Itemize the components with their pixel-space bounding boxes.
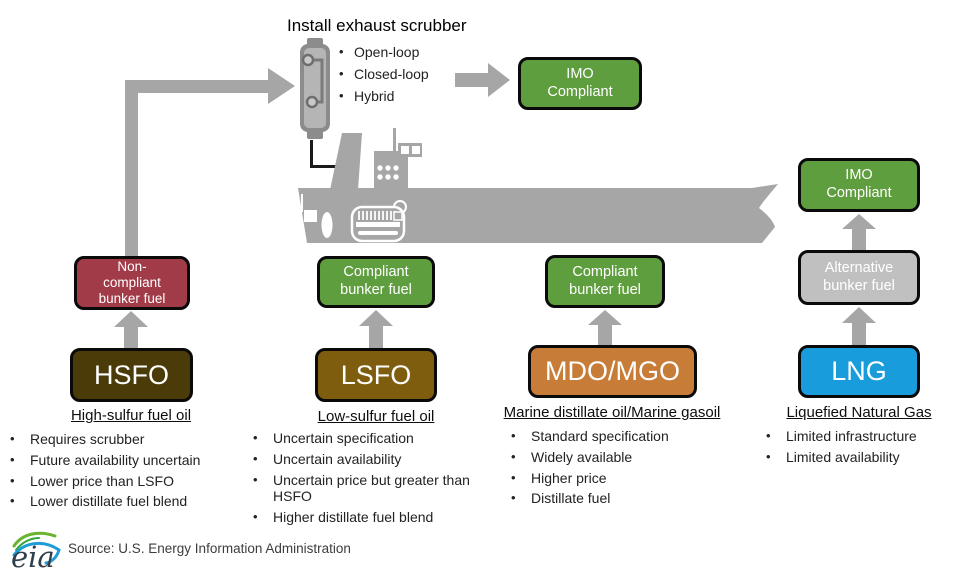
elbow-arrow-horizontal xyxy=(125,80,269,93)
list-item: Uncertain price but greater than HSFO xyxy=(251,472,483,506)
list-item: Open-loop xyxy=(339,44,459,61)
list-item: Hybrid xyxy=(339,88,459,105)
imo-compliant-box-scrubber: IMO Compliant xyxy=(518,57,642,110)
up-arrow-icon xyxy=(842,214,876,250)
list-item: Uncertain availability xyxy=(251,451,483,468)
list-item: Limited availability xyxy=(764,449,969,466)
status-box-hsfo: Non-compliant bunker fuel xyxy=(74,256,190,310)
list-item: Higher price xyxy=(509,470,729,487)
fuel-box-lsfo: LSFO xyxy=(315,348,437,402)
box-label: IMO Compliant xyxy=(826,167,892,201)
fuel-code: HSFO xyxy=(93,359,169,390)
fuel-box-mdo: MDO/MGO xyxy=(528,345,697,398)
list-item: Lower price than LSFO xyxy=(8,473,246,490)
fuel-code: LSFO xyxy=(340,359,412,390)
list-item: Widely available xyxy=(509,449,729,466)
list-item: Limited infrastructure xyxy=(764,428,969,445)
svg-text:eia: eia xyxy=(11,540,55,572)
fuel-box-hsfo: HSFO xyxy=(70,348,193,402)
list-item: Uncertain specification xyxy=(251,430,483,447)
fuel-name-mdo: Marine distillate oil/Marine gasoil xyxy=(503,404,721,421)
scrubber-pipe-connector-horizontal xyxy=(310,165,356,168)
right-arrow-icon xyxy=(455,63,510,97)
list-item: Lower distillate fuel blend xyxy=(8,493,246,510)
box-label: IMO Compliant xyxy=(547,65,613,100)
fuel-name-lng: Liquefied Natural Gas xyxy=(786,404,932,421)
list-item: Higher distillate fuel blend xyxy=(251,509,483,526)
box-label: Compliant bunker fuel xyxy=(340,264,412,298)
box-label: Alternative bunker fuel xyxy=(823,259,895,294)
up-arrow-icon xyxy=(588,310,622,345)
elbow-arrow-vertical xyxy=(125,80,138,256)
box-label: Compliant bunker fuel xyxy=(569,263,641,298)
bullet-list-hsfo: Requires scrubber Future availability un… xyxy=(8,431,246,514)
list-item: Future availability uncertain xyxy=(8,452,246,469)
scrubber-title: Install exhaust scrubber xyxy=(287,16,467,35)
fuel-code: LNG xyxy=(831,356,887,386)
cargo-ship-icon xyxy=(298,128,778,243)
bullet-list-lsfo: Uncertain specification Uncertain availa… xyxy=(251,430,483,530)
bullet-list-mdo: Standard specification Widely available … xyxy=(509,428,729,511)
status-box-lng: Alternative bunker fuel xyxy=(798,250,920,305)
imo-compliant-box-lng: IMO Compliant xyxy=(798,158,920,212)
scrubber-options-list: Open-loop Closed-loop Hybrid xyxy=(339,44,459,109)
list-item: Closed-loop xyxy=(339,66,459,83)
fuel-name-lsfo: Low-sulfur fuel oil xyxy=(317,408,435,425)
box-label: Non-compliant bunker fuel xyxy=(98,258,166,307)
up-arrow-icon xyxy=(842,307,876,345)
list-item: Standard specification xyxy=(509,428,729,445)
source-attribution: Source: U.S. Energy Information Administ… xyxy=(68,541,351,556)
scrubber-pipe-connector-vertical xyxy=(310,140,313,168)
fuel-code: MDO/MGO xyxy=(545,356,680,386)
elbow-arrowhead-right-icon xyxy=(268,68,295,104)
status-box-mdo: Compliant bunker fuel xyxy=(545,255,665,308)
status-box-lsfo: Compliant bunker fuel xyxy=(317,256,435,308)
up-arrow-icon xyxy=(114,311,148,348)
exhaust-scrubber-icon xyxy=(300,38,330,139)
list-item: Requires scrubber xyxy=(8,431,246,448)
bullet-list-lng: Limited infrastructure Limited availabil… xyxy=(764,428,969,470)
up-arrow-icon xyxy=(359,310,393,348)
list-item: Distillate fuel xyxy=(509,490,729,507)
fuel-name-hsfo: High-sulfur fuel oil xyxy=(70,407,192,424)
fuel-box-lng: LNG xyxy=(798,345,920,398)
eia-logo-icon: eia xyxy=(11,531,61,572)
